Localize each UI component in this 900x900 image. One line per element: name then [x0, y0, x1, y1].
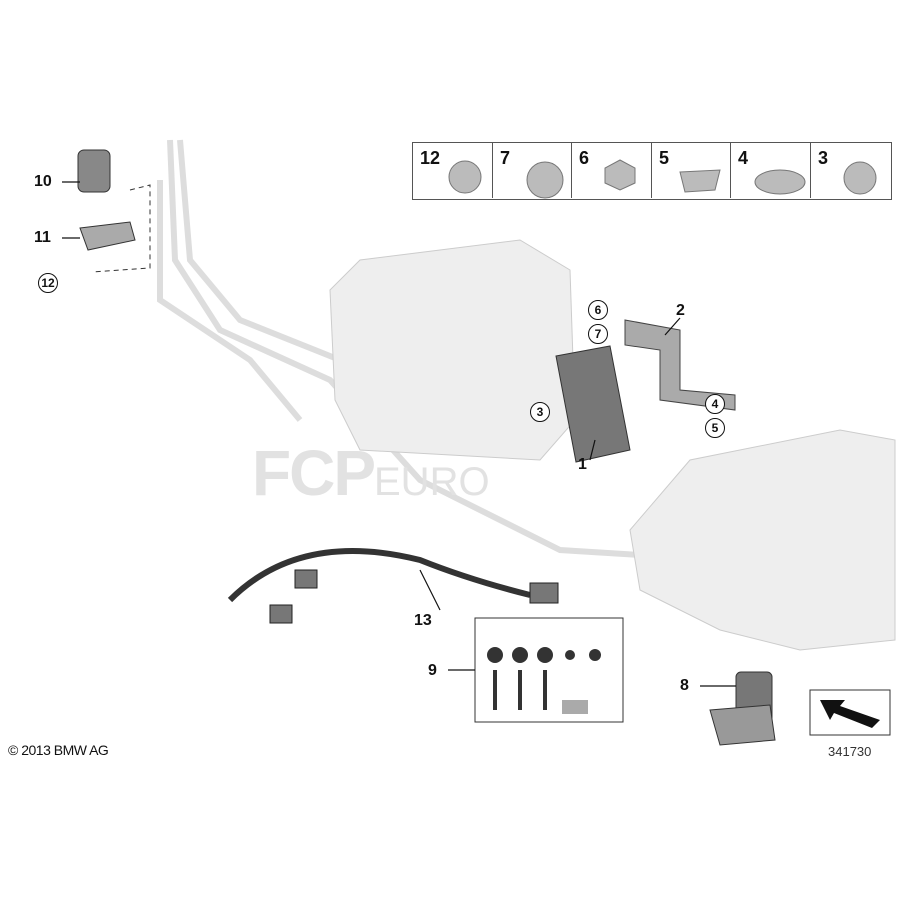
kit-9-parts: [487, 647, 601, 714]
callout-6: 6: [588, 300, 608, 320]
hardware-number: 6: [579, 148, 590, 168]
hardware-cell-6: 6: [571, 142, 652, 198]
harness-connector: [269, 604, 293, 624]
callout-8: 8: [680, 677, 689, 694]
watermark-main: FCP: [252, 437, 376, 509]
callout-11: 11: [34, 229, 51, 246]
holder-11: [79, 221, 136, 251]
fuel-tank-lower: [629, 429, 896, 651]
callout-3: 3: [530, 402, 550, 422]
harness-connector: [529, 582, 559, 604]
callout-9: 9: [428, 662, 437, 679]
hardware-number: 4: [738, 148, 749, 168]
callout-5: 5: [705, 418, 725, 438]
copyright: © 2013 BMW AG: [8, 742, 109, 758]
hardware-cell-3: 3: [810, 142, 890, 198]
callout-4: 4: [705, 394, 725, 414]
hardware-cell-12: 12: [412, 142, 493, 198]
hardware-strip: [412, 142, 892, 200]
hardware-number: 5: [659, 148, 670, 168]
leader-lines: [62, 181, 736, 687]
fuel-tank-upper: [329, 239, 576, 461]
bracket-2: [624, 319, 736, 411]
hardware-number: 3: [818, 148, 829, 168]
pump-10: [77, 149, 111, 193]
callout-13: 13: [414, 612, 432, 629]
control-unit-1: [555, 345, 631, 463]
orientation-box: [809, 689, 891, 736]
diagram-reference-number: 341730: [828, 744, 872, 759]
direction-arrow-icon: [820, 700, 880, 728]
hardware-number: 12: [420, 148, 441, 168]
watermark-suffix: EURO: [374, 460, 490, 504]
fuel-lines: [157, 139, 641, 558]
kit-9-box: [474, 617, 624, 723]
callout-1: 1: [578, 456, 587, 473]
callout-10: 10: [34, 173, 52, 190]
watermark: FCPEURO: [252, 436, 490, 510]
callout-12: 12: [38, 273, 58, 293]
wiring-harness-13: [227, 548, 531, 603]
hardware-number: 7: [500, 148, 511, 168]
callout-7: 7: [588, 324, 608, 344]
callout-2: 2: [676, 302, 685, 319]
dashed-leader: [91, 184, 151, 273]
hardware-cell-7: 7: [492, 142, 572, 198]
hardware-cell-5: 5: [651, 142, 731, 198]
pump-8-housing: [709, 704, 776, 746]
harness-connector: [294, 569, 318, 589]
hardware-cell-4: 4: [730, 142, 811, 198]
